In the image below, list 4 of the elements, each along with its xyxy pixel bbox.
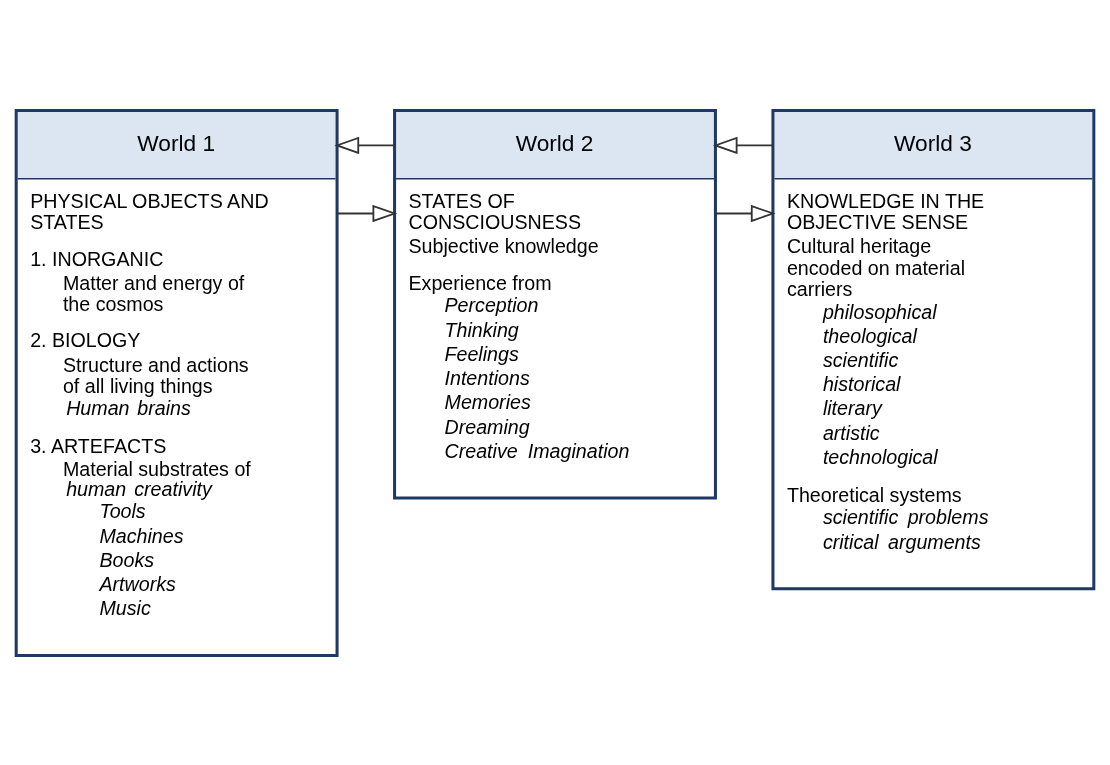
arrow (334, 136, 396, 154)
arrow (712, 136, 774, 154)
arrow (714, 204, 776, 222)
arrow (336, 204, 398, 222)
